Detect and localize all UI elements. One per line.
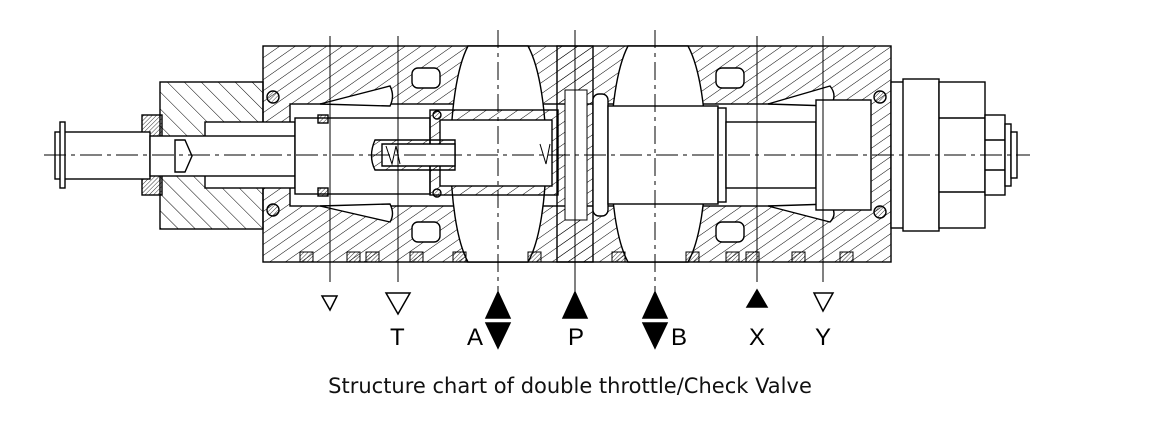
port-label-t: T xyxy=(390,324,405,351)
port-y-open-triangle-icon xyxy=(812,292,835,313)
port-b-down-triangle-icon xyxy=(641,322,669,350)
port-p-up-triangle-icon xyxy=(561,290,589,319)
port-label-b: B xyxy=(671,324,688,351)
port-label-x: X xyxy=(749,324,766,351)
port-b-up-triangle-icon xyxy=(641,290,669,319)
port-small-open-triangle-icon xyxy=(320,295,339,312)
bottom-seals xyxy=(299,251,854,263)
port-x-up-triangle-icon xyxy=(745,288,769,308)
port-a-down-triangle-icon xyxy=(484,322,512,350)
left-check-poppet xyxy=(370,109,559,198)
port-symbols xyxy=(320,288,835,350)
port-label-p: P xyxy=(568,324,585,351)
port-label-y: Y xyxy=(815,324,832,351)
center-lines xyxy=(44,30,1030,292)
port-a-up-triangle-icon xyxy=(484,290,512,319)
port-t-open-triangle-icon xyxy=(384,292,412,316)
diagram-caption: Structure chart of double throttle/Check… xyxy=(328,374,812,398)
port-label-a: A xyxy=(467,324,484,351)
